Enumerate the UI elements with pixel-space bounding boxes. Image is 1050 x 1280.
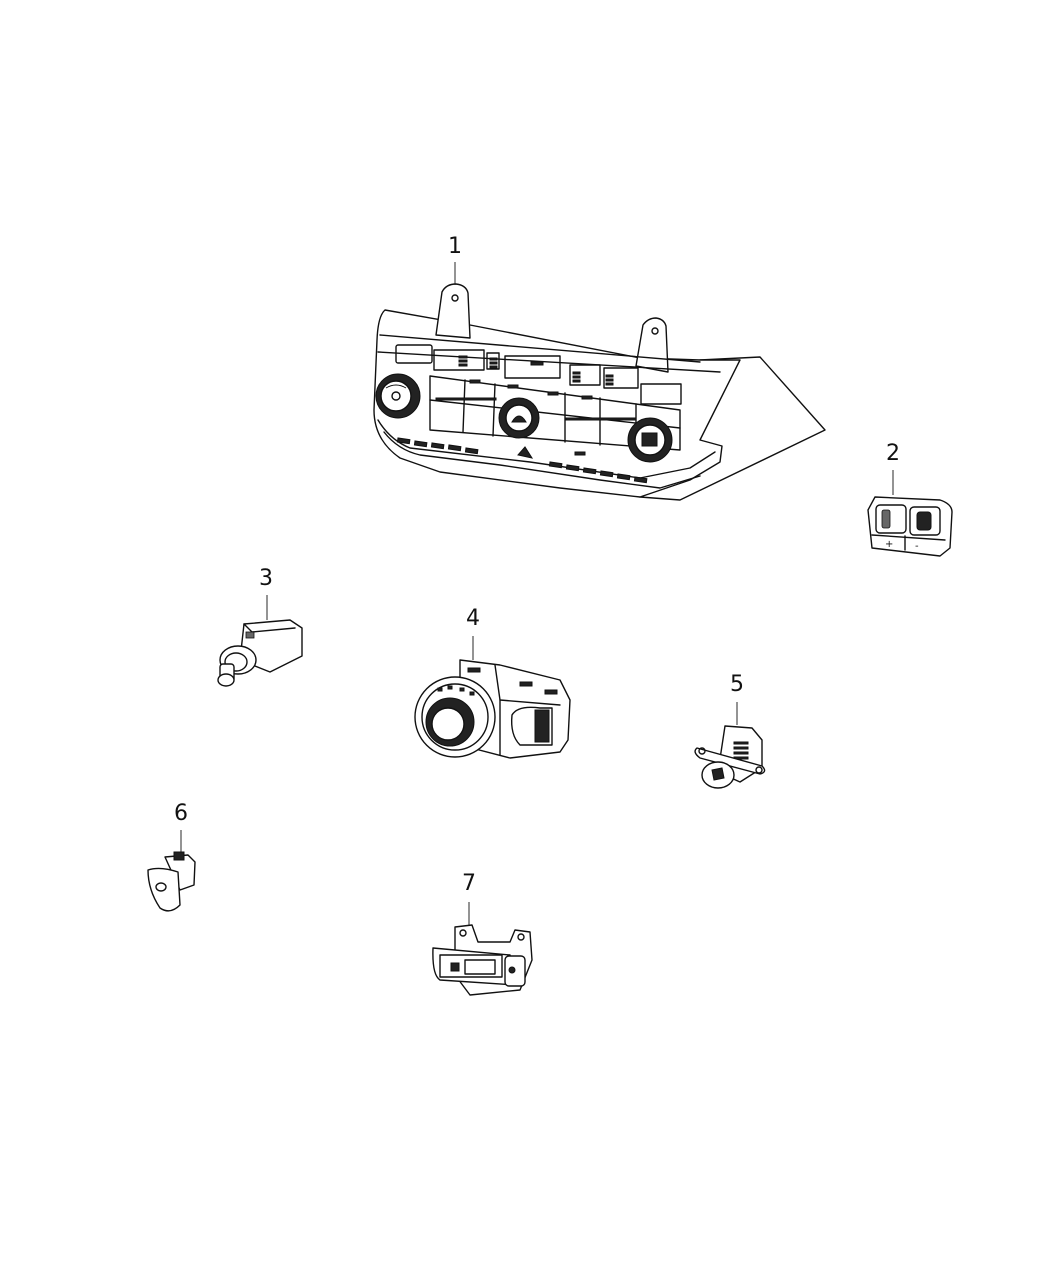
callout-2: 2	[886, 441, 900, 466]
callout-7: 7	[462, 871, 476, 896]
svg-text:-: -	[915, 541, 919, 552]
part-1-hvac-panel	[373, 262, 826, 501]
callout-4: 4	[466, 606, 480, 631]
callout-5: 5	[730, 672, 744, 697]
callout-6: 6	[174, 801, 188, 826]
part-4-headlamp-switch	[414, 636, 571, 759]
svg-text:+: +	[885, 539, 893, 550]
part-5-round-switch	[694, 702, 766, 789]
callout-3: 3	[259, 566, 273, 591]
callout-1: 1	[448, 234, 462, 259]
right-knob	[627, 417, 673, 463]
left-knob	[375, 373, 421, 419]
center-knob	[498, 397, 540, 439]
part-7-switch-bezel	[432, 902, 533, 996]
part-2-switch-module: + -	[867, 470, 953, 557]
part-6-small-switch	[147, 830, 196, 912]
part-3-push-switch	[217, 595, 303, 687]
